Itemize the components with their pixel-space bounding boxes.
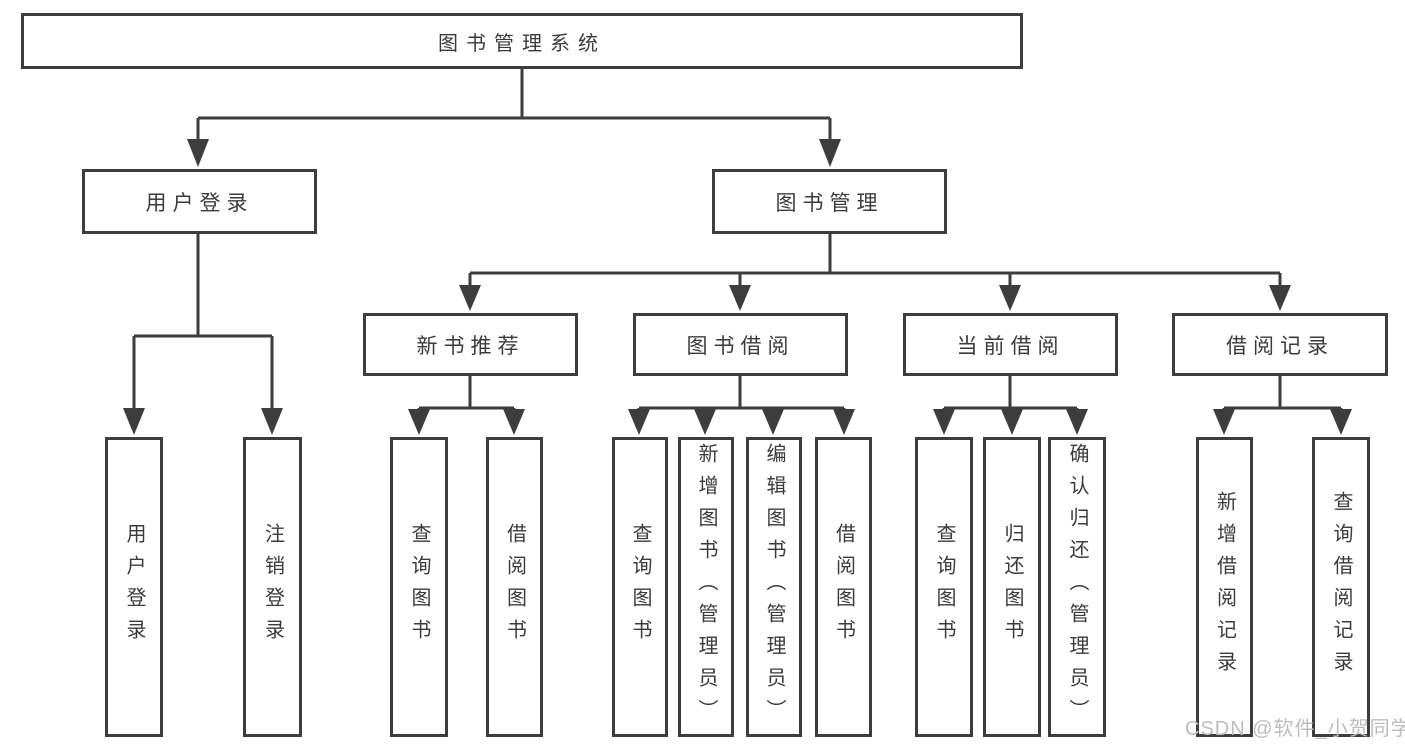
- node-book-management: 图书管理: [712, 169, 947, 234]
- node-user-login: 用户登录: [82, 169, 317, 234]
- leaf-query-books-borrowing: 查询图书: [612, 437, 668, 737]
- leaf-borrow-books-recommend: 借阅图书: [486, 437, 543, 737]
- leaf-user-login: 用户登录: [105, 437, 163, 737]
- leaf-query-books-current: 查询图书: [915, 437, 973, 737]
- leaf-logout: 注销登录: [243, 437, 302, 737]
- node-borrowing-records: 借阅记录: [1172, 313, 1388, 376]
- csdn-watermark: CSDN @软件_小贺同学: [1185, 718, 1405, 740]
- leaf-confirm-return-admin: 确认归还（管理员）: [1048, 437, 1106, 737]
- node-book-borrowing: 图书借阅: [633, 313, 848, 376]
- leaf-return-book: 归还图书: [983, 437, 1041, 737]
- node-new-book-recommend: 新书推荐: [363, 313, 578, 376]
- node-library-management-system: 图书管理系统: [21, 13, 1023, 69]
- node-current-borrowing: 当前借阅: [903, 313, 1118, 376]
- leaf-borrow-books-borrowing: 借阅图书: [815, 437, 872, 737]
- leaf-edit-book-admin: 编辑图书（管理员）: [746, 437, 802, 737]
- leaf-query-borrow-record: 查询借阅记录: [1312, 437, 1370, 737]
- leaf-query-books-recommend: 查询图书: [390, 437, 448, 737]
- leaf-add-book-admin: 新增图书（管理员）: [678, 437, 734, 737]
- leaf-add-borrow-record: 新增借阅记录: [1196, 437, 1253, 737]
